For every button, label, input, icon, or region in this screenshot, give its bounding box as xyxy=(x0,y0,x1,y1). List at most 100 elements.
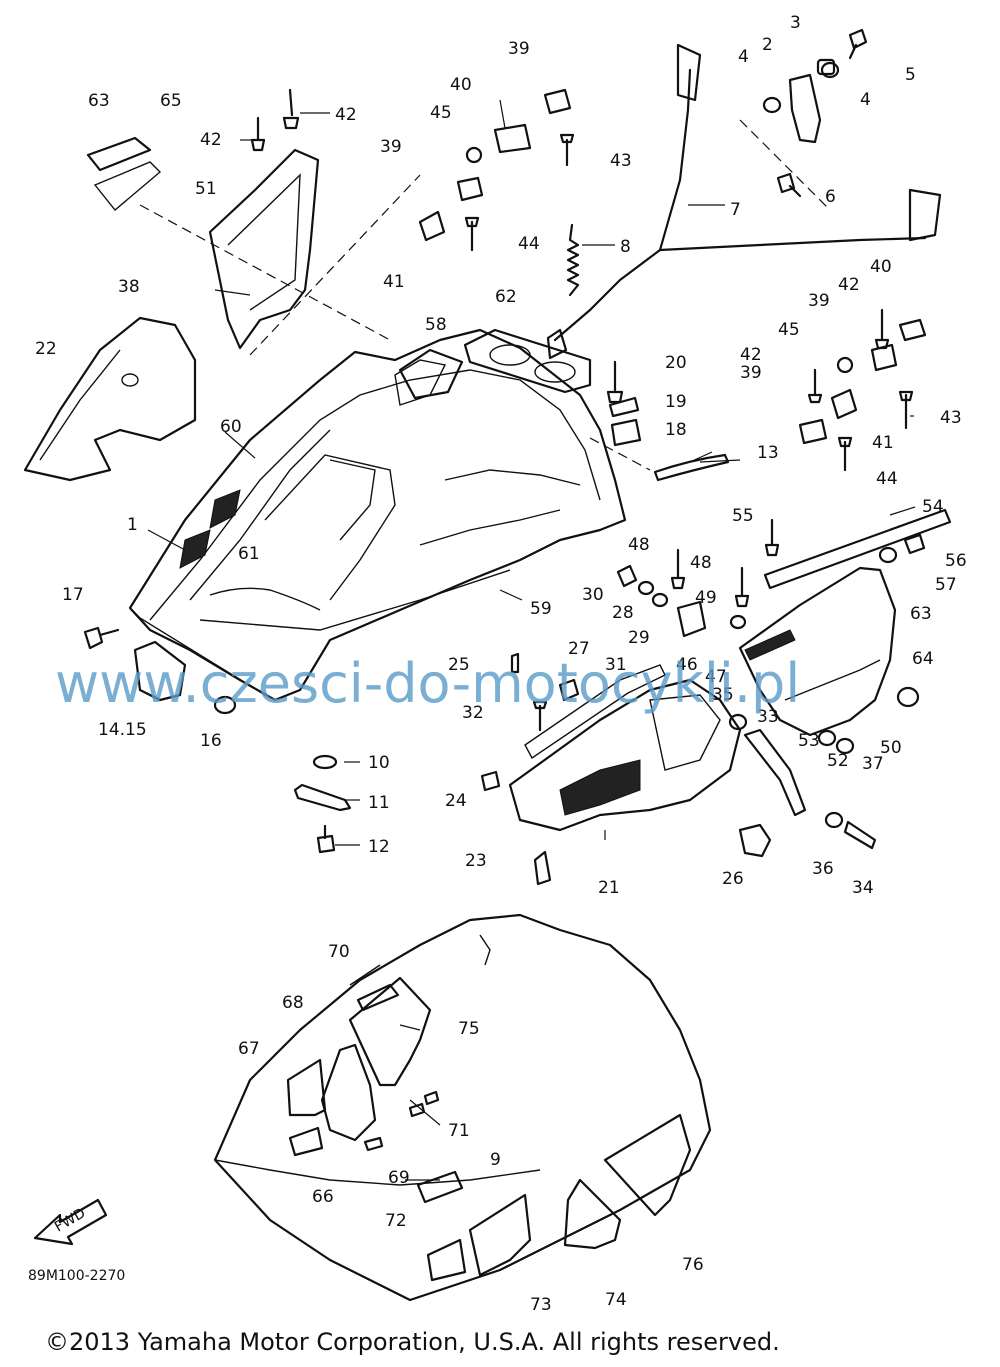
label-part-40a: 40 xyxy=(450,75,472,95)
trim-54 xyxy=(763,508,952,590)
label-part-34: 34 xyxy=(852,878,874,898)
washer-28 xyxy=(637,580,655,596)
watermark: www.czesci-do-motocykli.pl xyxy=(55,652,800,715)
grommet-16 xyxy=(213,695,237,715)
label-part-19: 19 xyxy=(665,392,687,412)
label-part-62: 62 xyxy=(495,287,517,307)
label-part-4a: 4 xyxy=(738,47,749,67)
bracket-41-top xyxy=(418,210,446,242)
label-part-58: 58 xyxy=(425,315,447,335)
label-part-39b: 39 xyxy=(380,137,402,157)
decal-66 xyxy=(288,1126,324,1157)
label-part-44a: 44 xyxy=(518,234,540,254)
screw-42d xyxy=(807,368,823,404)
label-part-42d: 42 xyxy=(740,345,762,365)
label-part-23: 23 xyxy=(465,851,487,871)
washer-4a xyxy=(762,96,782,114)
label-part-43a: 43 xyxy=(610,151,632,171)
label-part-4b: 4 xyxy=(860,90,871,110)
decal-67 xyxy=(286,1058,327,1117)
nut-45-top xyxy=(465,146,483,164)
label-part-38: 38 xyxy=(118,277,140,297)
label-part-10: 10 xyxy=(368,753,390,773)
copyright: ©2013 Yamaha Motor Corporation, U.S.A. A… xyxy=(45,1328,780,1356)
strap-11 xyxy=(293,783,352,812)
label-part-8: 8 xyxy=(620,237,631,257)
label-part-20: 20 xyxy=(665,353,687,373)
decal-72 xyxy=(426,1238,467,1282)
label-part-40b: 40 xyxy=(870,257,892,277)
strip-65 xyxy=(93,161,162,211)
label-part-2: 2 xyxy=(762,35,773,55)
clip-19 xyxy=(608,396,640,418)
label-part-1415: 14.15 xyxy=(98,720,147,740)
cable-end-upper xyxy=(676,43,702,102)
washer-52 xyxy=(835,737,855,755)
label-part-56: 56 xyxy=(945,551,967,571)
decal-76 xyxy=(603,1113,692,1217)
grommet-26 xyxy=(738,823,772,858)
label-part-26: 26 xyxy=(722,869,744,889)
decal-70 xyxy=(356,983,400,1012)
washer-36 xyxy=(824,811,844,829)
washer-4b xyxy=(820,61,840,79)
nut-35 xyxy=(728,713,748,731)
label-part-41b: 41 xyxy=(872,433,894,453)
bracket-38 xyxy=(208,148,320,350)
screw-32 xyxy=(532,700,548,732)
label-part-48a: 48 xyxy=(628,535,650,555)
label-part-16: 16 xyxy=(200,731,222,751)
label-part-42c: 42 xyxy=(838,275,860,295)
label-part-39a: 39 xyxy=(508,39,530,59)
label-part-59: 59 xyxy=(530,599,552,619)
label-part-21: 21 xyxy=(598,878,620,898)
label-part-72: 72 xyxy=(385,1211,407,1231)
emblem-63 xyxy=(86,136,152,172)
label-part-48b: 48 xyxy=(690,553,712,573)
spring-8 xyxy=(566,223,580,297)
lower-cowl-21 xyxy=(508,664,742,832)
decal-69 xyxy=(363,1136,384,1152)
nut-45-right xyxy=(836,356,854,374)
label-part-71: 71 xyxy=(448,1121,470,1141)
dashed-line-3 xyxy=(739,119,831,211)
screw-34 xyxy=(843,820,877,850)
dashed-line-1 xyxy=(139,204,391,341)
trim-33 xyxy=(743,728,807,817)
bolt-56 xyxy=(903,533,926,555)
label-part-63b: 63 xyxy=(910,604,932,624)
label-part-66: 66 xyxy=(312,1187,334,1207)
label-part-27: 27 xyxy=(568,639,590,659)
screw-43a xyxy=(559,133,575,167)
clip-39-mid xyxy=(456,176,484,202)
label-part-3: 3 xyxy=(790,13,801,33)
nut-3 xyxy=(816,58,836,76)
cable-end-lower xyxy=(546,328,568,360)
label-part-37: 37 xyxy=(862,754,884,774)
nut-24 xyxy=(480,770,501,792)
label-part-73: 73 xyxy=(530,1295,552,1315)
clip-39-lower xyxy=(798,418,828,445)
screw-42a xyxy=(282,88,300,130)
label-part-42a: 42 xyxy=(335,105,357,125)
label-part-70: 70 xyxy=(328,942,350,962)
label-part-11: 11 xyxy=(368,793,390,813)
dashed-line-2 xyxy=(249,174,421,356)
leader-lines xyxy=(147,99,916,1181)
label-part-51: 51 xyxy=(195,179,217,199)
washer-57 xyxy=(878,546,898,564)
label-part-41a: 41 xyxy=(383,272,405,292)
screw-43b xyxy=(898,390,914,430)
fwd-arrow-icon: FWD xyxy=(33,1198,108,1246)
label-part-31: 31 xyxy=(605,655,627,675)
label-part-32: 32 xyxy=(462,703,484,723)
screw-48b xyxy=(734,566,750,608)
screw-44a xyxy=(464,216,480,252)
label-part-33: 33 xyxy=(757,707,779,727)
screw-44b xyxy=(837,436,853,472)
gasket-62 xyxy=(463,328,592,394)
label-part-45b: 45 xyxy=(778,320,800,340)
nut-53 xyxy=(817,729,837,747)
trim-13 xyxy=(653,453,730,482)
